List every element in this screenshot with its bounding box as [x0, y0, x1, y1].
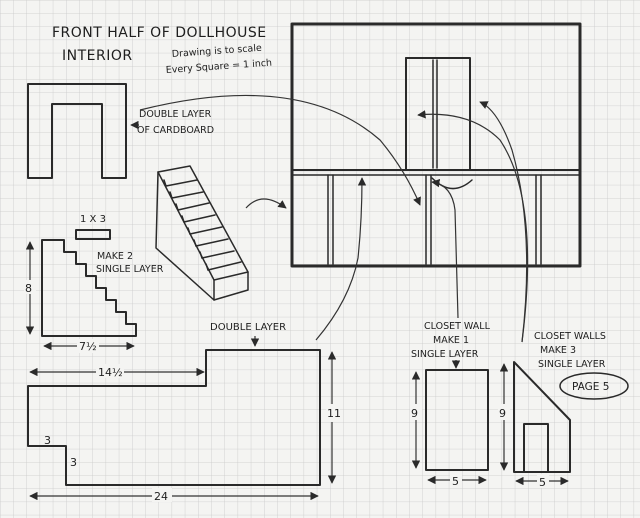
closet-walls-3-line-1: CLOSET WALLS [534, 331, 606, 342]
floor-plan [290, 22, 582, 268]
closet-wall-1-line-2: MAKE 1 [433, 335, 469, 346]
closet-walls-3-width-label: 5 [539, 476, 546, 489]
front-wall-top-label: DOUBLE LAYER [210, 322, 286, 333]
closet-wall-1-width-label: 5 [452, 475, 459, 488]
front-wall-to-plan-arrow [315, 177, 367, 341]
closet-walls-to-plan-arrow-2 [479, 101, 528, 343]
page-label: PAGE 5 [572, 381, 609, 393]
front-wall-height-label: 11 [327, 407, 341, 420]
arch-to-plan-arrow [139, 94, 421, 206]
closet-wall-1-piece [425, 369, 489, 471]
closet-wall-1-height-label: 9 [411, 407, 418, 420]
double-layer-note-1: DOUBLE LAYER [139, 109, 212, 120]
board-label: 1 X 3 [80, 214, 106, 225]
page-label-oval [559, 372, 629, 400]
closet-walls-3-door-opening [523, 423, 549, 473]
arch-wall-piece [27, 83, 127, 179]
stair-height-label: 8 [25, 282, 32, 295]
stair-side-profile [41, 239, 137, 337]
front-wall-step-a-label: 3 [44, 434, 51, 447]
front-wall-upper-width-label: 14½ [98, 366, 123, 379]
board-piece [75, 229, 111, 240]
stair-note-line-2: SINGLE LAYER [96, 264, 164, 275]
closet-walls-3-line-2: MAKE 3 [540, 345, 576, 356]
double-layer-note-2: OF CARDBOARD [137, 125, 214, 136]
stair-width-label: 7½ [79, 340, 97, 353]
closet-wall-1-line-1: CLOSET WALL [424, 321, 491, 332]
closet-walls-to-plan-arrow-1 [417, 110, 529, 343]
closet-wall-to-plan-arrow [431, 178, 459, 319]
front-wall-piece [27, 349, 321, 486]
closet-walls-3-height-label: 9 [499, 407, 506, 420]
title-line-1: FRONT HALF OF DOLLHOUSE [52, 25, 267, 41]
title-line-2: INTERIOR [62, 48, 133, 64]
closet-walls-3-line-3: SINGLE LAYER [538, 359, 606, 370]
staircase-arrow [245, 198, 287, 209]
closet-wall-1-line-3: SINGLE LAYER [411, 349, 479, 360]
front-wall-step-b-label: 3 [70, 456, 77, 469]
closet-walls-3-piece [513, 361, 571, 473]
front-wall-width-label: 24 [154, 490, 168, 503]
stair-note-line-1: MAKE 2 [97, 251, 133, 262]
staircase-sketch [155, 165, 249, 301]
